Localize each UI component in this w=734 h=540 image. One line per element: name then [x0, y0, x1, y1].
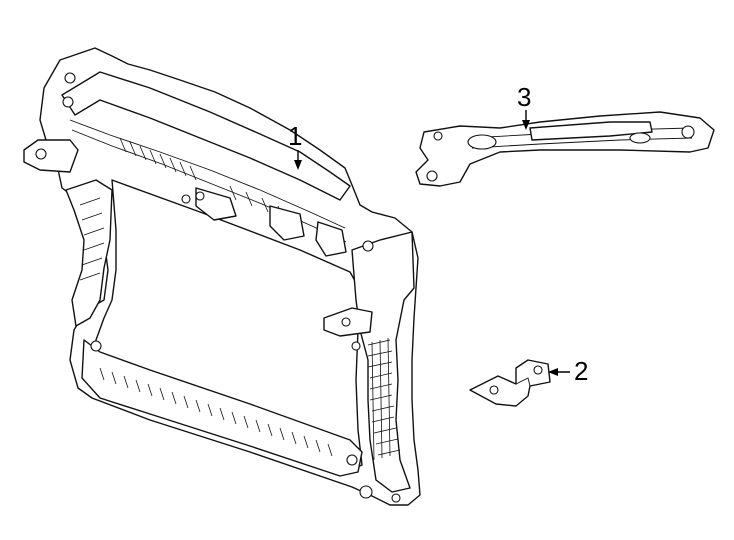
callout-2-label: 2	[574, 356, 588, 386]
upper-brace[interactable]	[415, 111, 715, 187]
callout-1: 1	[288, 121, 302, 170]
mounting-bracket[interactable]	[469, 359, 551, 407]
callout-3: 3	[517, 82, 531, 130]
callout-1-label: 1	[288, 121, 302, 151]
callout-3-label: 3	[517, 82, 531, 112]
radiator-support-frame[interactable]	[23, 47, 421, 506]
callout-2: 2	[548, 356, 588, 386]
